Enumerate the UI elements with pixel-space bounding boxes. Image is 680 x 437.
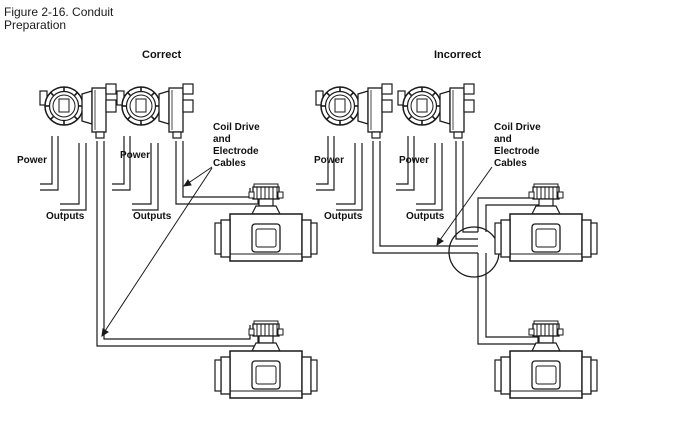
- correct-callout-arrows: [101, 166, 213, 338]
- incorrect-cable-label-2: and: [494, 134, 512, 145]
- incorrect-shared-conduit: [372, 141, 547, 345]
- incorrect-panel: Incorrect Power Power Outputs: [314, 49, 598, 399]
- figure-title-line-2: Preparation: [4, 18, 67, 32]
- incorrect-callout-arrows: [436, 166, 493, 247]
- correct-cable-label-3: Electrode: [213, 146, 259, 157]
- incorrect-flowtube-2: [494, 320, 598, 399]
- incorrect-power-label-2: Power: [399, 155, 429, 166]
- correct-panel: Correct Power Power Outputs Outputs Coil: [17, 49, 318, 399]
- incorrect-transmitter-2: [397, 83, 475, 139]
- incorrect-power-output-conduits: [316, 136, 443, 211]
- correct-power-label-2: Power: [120, 150, 150, 161]
- incorrect-cable-label-1: Coil Drive: [494, 122, 541, 133]
- correct-flowtube-2: [214, 320, 318, 399]
- correct-heading: Correct: [142, 49, 181, 61]
- correct-cable-label-1: Coil Drive: [213, 122, 260, 133]
- correct-power-output-conduits: [40, 136, 159, 211]
- correct-transmitter-1: [39, 83, 117, 139]
- incorrect-transmitter-1: [315, 83, 393, 139]
- incorrect-junction-circle: [448, 226, 500, 278]
- incorrect-outputs-label-2: Outputs: [406, 211, 445, 222]
- incorrect-flowtube-1: [494, 183, 598, 262]
- correct-cable-label-2: and: [213, 134, 231, 145]
- incorrect-outputs-label-1: Outputs: [324, 211, 363, 222]
- correct-outputs-label-2: Outputs: [133, 211, 172, 222]
- incorrect-power-label-1: Power: [314, 155, 344, 166]
- incorrect-cable-label-4: Cables: [494, 158, 527, 169]
- correct-cable-label-4: Cables: [213, 158, 246, 169]
- correct-flowtube-1: [214, 183, 318, 262]
- correct-outputs-label-1: Outputs: [46, 211, 85, 222]
- correct-transmitter-2: [116, 83, 194, 139]
- figure-title-line-1: Figure 2-16. Conduit: [4, 5, 114, 19]
- correct-power-label-1: Power: [17, 155, 47, 166]
- figure-title: Figure 2-16. Conduit Preparation: [4, 6, 113, 32]
- incorrect-cable-label-3: Electrode: [494, 146, 540, 157]
- incorrect-heading: Incorrect: [434, 49, 481, 61]
